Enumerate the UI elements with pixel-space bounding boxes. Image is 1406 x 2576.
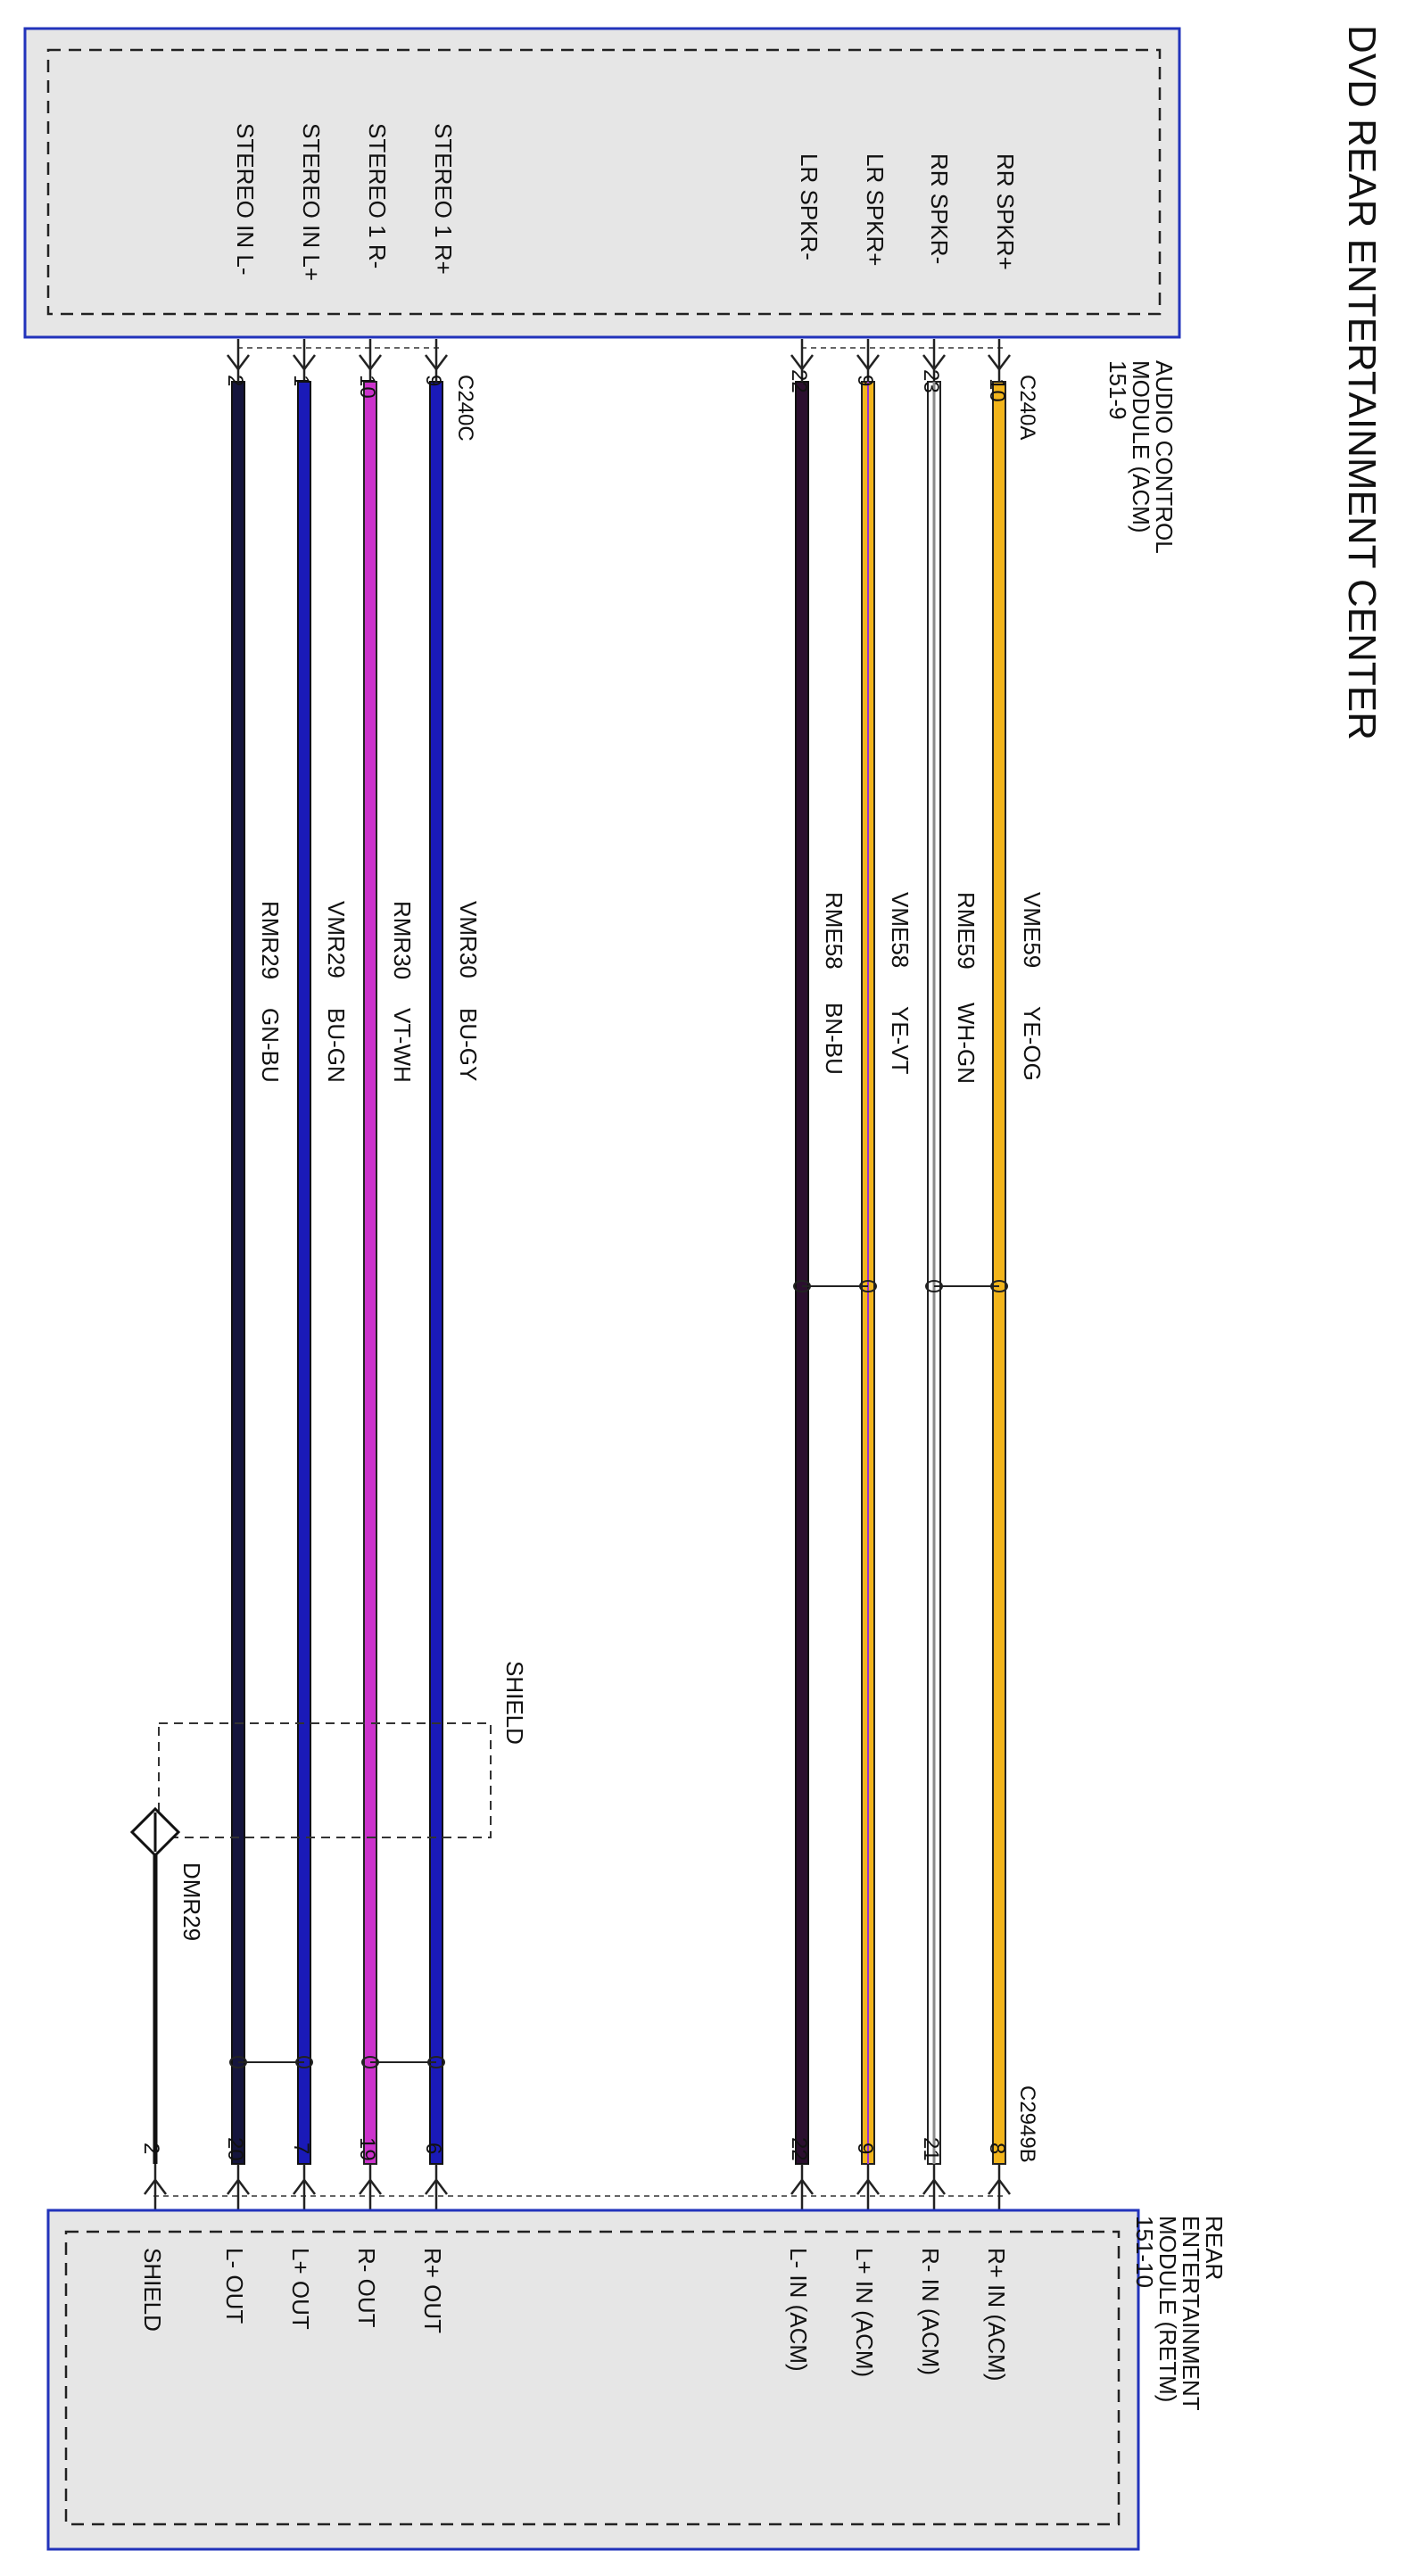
retm-pin-r-minus-out: R- OUT	[353, 2248, 380, 2328]
acm-pin-stereo-in-l-minus: STEREO IN L-	[232, 123, 259, 275]
retm-pin-r-plus-in: R+ IN (ACM)	[983, 2248, 1010, 2382]
wire-color-label: GN-BU	[257, 1008, 284, 1083]
wire-vme59	[992, 381, 1006, 2165]
retm-pin-l-plus-in: L+ IN (ACM)	[851, 2248, 878, 2377]
acm-connector-arrows	[227, 339, 1011, 382]
wire-color-label: BN-BU	[821, 1003, 848, 1075]
retm-pin-number: 21	[919, 2137, 943, 2161]
retm-module-name: REARENTERTAINMENTMODULE (RETM)	[1154, 2216, 1228, 2411]
retm-pin-l-plus-out: L+ OUT	[287, 2248, 314, 2330]
connector-c240c: C240C	[453, 375, 477, 442]
retm-pin-number: 22	[787, 2137, 811, 2161]
retm-module-ref: 151-10	[1131, 2216, 1158, 2288]
circuit-label: RMR30	[389, 901, 416, 979]
diagram-title: DVD REAR ENTERTAINMENT CENTER	[1340, 25, 1384, 740]
circuit-label: VMR30	[455, 901, 482, 978]
retm-connector-arrows	[144, 2164, 1011, 2212]
acm-pin-number: 2	[223, 375, 247, 386]
acm-module-name: AUDIO CONTROLMODULE (ACM)	[1128, 360, 1178, 554]
wire-color-label: VT-WH	[389, 1008, 416, 1083]
retm-pin-number: 19	[355, 2137, 379, 2161]
wire-color-label: YE-VT	[887, 1006, 914, 1075]
acm-module-ref: 151-9	[1104, 360, 1131, 420]
acm-pin-rr-spkr-plus: RR SPKR+	[992, 153, 1019, 270]
wire-rme58	[795, 381, 809, 2165]
circuit-label: RME59	[953, 892, 980, 970]
retm-pin-number: 7	[289, 2143, 313, 2154]
acm-pin-rr-spkr-minus: RR SPKR-	[926, 153, 953, 264]
shield-splice	[129, 1806, 181, 1858]
wire-color-label: BU-GY	[455, 1008, 482, 1081]
circuit-label: VME59	[1019, 892, 1046, 968]
twisted-pair-marker	[793, 1280, 1008, 1292]
acm-pin-stereo-in-l-plus: STEREO IN L+	[298, 123, 325, 281]
connector-c240a: C240A	[1015, 375, 1039, 440]
wire-color-label: BU-GN	[323, 1008, 350, 1083]
shield-label: SHIELD	[501, 1661, 528, 1745]
acm-pin-stereo-1-r-minus: STEREO 1 R-	[364, 123, 391, 268]
shield-boundary	[158, 1722, 492, 1838]
connector-c2949b: C2949B	[1015, 2085, 1039, 2163]
circuit-label: RME58	[821, 892, 848, 970]
retm-pin-l-minus-out: L- OUT	[221, 2248, 248, 2324]
acm-pin-number: 9	[853, 375, 877, 386]
wire-vme58	[861, 381, 875, 2165]
wire-rme59	[927, 381, 941, 2165]
retm-pin-number: 6	[421, 2143, 445, 2154]
retm-pin-number: 20	[223, 2137, 247, 2161]
retm-pin-shield: SHIELD	[139, 2248, 166, 2332]
circuit-label: RMR29	[257, 901, 284, 979]
retm-pin-number: 9	[853, 2143, 877, 2154]
retm-module	[46, 2209, 1140, 2551]
wire-vmr29	[297, 381, 311, 2165]
retm-pin-r-plus-out: R+ OUT	[419, 2248, 446, 2333]
wire-color-label: YE-OG	[1019, 1006, 1046, 1081]
circuit-label: VME58	[887, 892, 914, 968]
acm-pin-stereo-1-r-plus: STEREO 1 R+	[430, 123, 457, 275]
acm-pin-number: 1	[289, 375, 313, 386]
acm-pin-number: 9	[421, 375, 445, 386]
retm-pin-r-minus-in: R- IN (ACM)	[917, 2248, 944, 2375]
wire-rmr30	[363, 381, 377, 2165]
wire-vmr30	[429, 381, 443, 2165]
retm-pin-number: 2	[139, 2143, 163, 2154]
retm-pin-l-minus-in: L- IN (ACM)	[785, 2248, 812, 2372]
shield-circuit-label: DMR29	[178, 1862, 205, 1941]
retm-pin-number: 8	[985, 2143, 1009, 2154]
wire-color-label: WH-GN	[953, 1003, 980, 1084]
acm-pin-number: 22	[787, 369, 811, 393]
acm-pin-number: 10	[355, 375, 379, 399]
acm-pin-lr-spkr-minus: LR SPKR-	[796, 153, 823, 260]
acm-pin-lr-spkr-plus: LR SPKR+	[862, 153, 889, 266]
acm-module	[23, 27, 1181, 339]
twisted-pair-marker	[229, 2056, 445, 2068]
acm-pin-number: 10	[985, 378, 1009, 402]
circuit-label: VMR29	[323, 901, 350, 978]
acm-pin-number: 23	[919, 369, 943, 393]
wire-rmr29	[231, 381, 245, 2165]
